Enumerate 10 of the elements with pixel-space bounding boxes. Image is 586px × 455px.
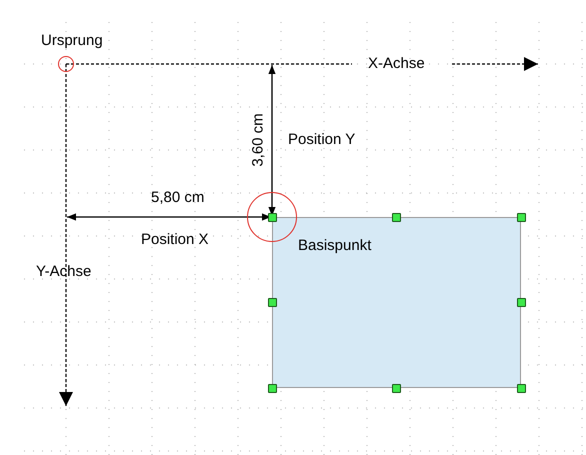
axis-label: Position X xyxy=(141,231,209,249)
dimension-label: 3,60 cm xyxy=(249,113,268,167)
marker-circle xyxy=(58,56,74,72)
dimension-label: 5,80 cm xyxy=(151,189,204,207)
axis-label: Y-Achse xyxy=(36,263,92,281)
point-label: Ursprung xyxy=(41,32,103,50)
rectangle-shape xyxy=(272,217,521,388)
point-label: Basispunkt xyxy=(298,237,372,255)
axis-label: X-Achse xyxy=(368,55,425,73)
axis-label: Position Y xyxy=(288,131,356,149)
